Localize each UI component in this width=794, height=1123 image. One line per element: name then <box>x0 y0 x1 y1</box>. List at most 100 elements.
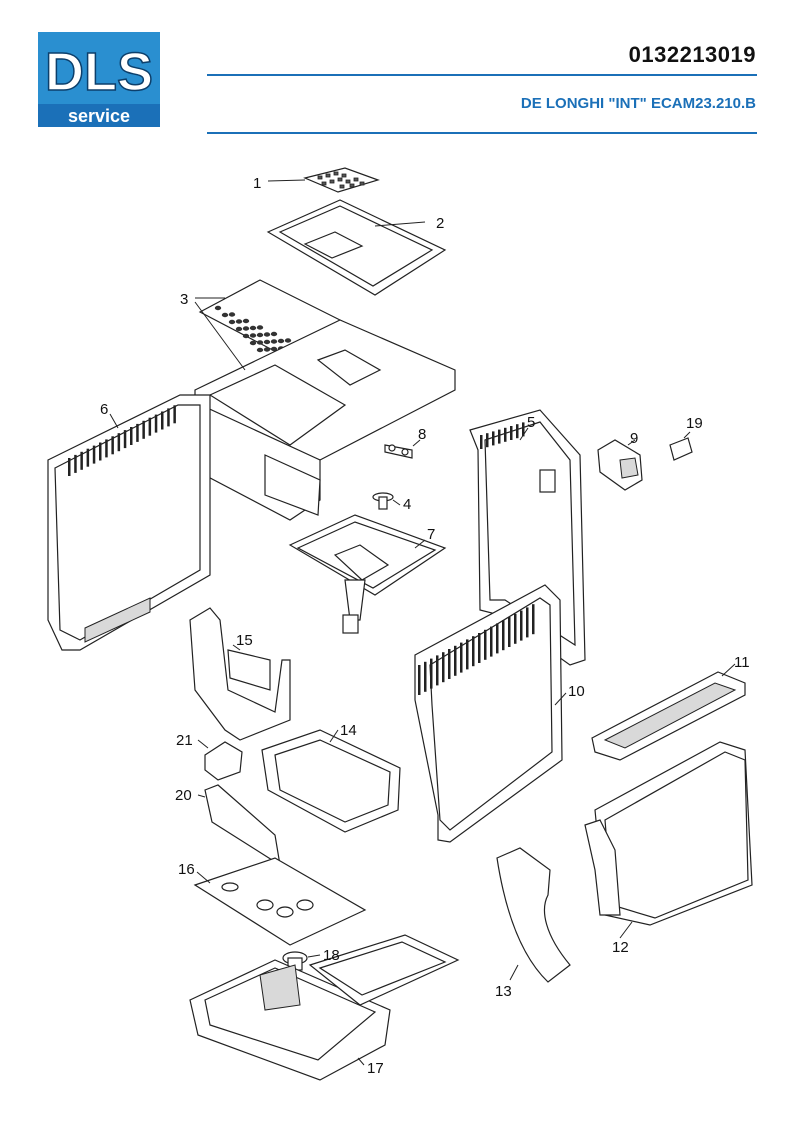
perforation-hole <box>270 331 278 337</box>
vent-slot <box>492 431 495 446</box>
vent-slot <box>516 424 519 439</box>
document-number: 0132213019 <box>628 42 756 67</box>
vent-slot <box>498 429 501 444</box>
label-13: 13 <box>495 983 512 1000</box>
header-rule-bottom <box>207 132 757 134</box>
perforation-hole <box>263 339 271 345</box>
logo-sub-text: service <box>68 106 130 126</box>
vent-slot <box>123 430 127 449</box>
perforation-hole <box>214 305 222 311</box>
part-3-upper-body <box>189 279 456 521</box>
vent-slot <box>478 633 481 663</box>
part-12-water-tank <box>584 741 753 939</box>
part-4-knob <box>372 492 401 510</box>
vent-slot <box>484 629 487 660</box>
label-15: 15 <box>236 632 253 649</box>
perforation-hole <box>249 340 257 346</box>
label-17: 17 <box>367 1060 384 1077</box>
vent-slot <box>526 607 529 638</box>
vent-slot <box>154 414 158 433</box>
vent-slot <box>424 661 427 692</box>
perforation-hole <box>228 312 236 317</box>
label-11: 11 <box>734 654 750 671</box>
vent-slot <box>130 427 133 445</box>
label-10: 10 <box>568 683 585 700</box>
label-4: 4 <box>403 496 411 513</box>
vent-slot <box>490 626 493 657</box>
label-5: 5 <box>527 414 535 431</box>
vent-slot <box>99 442 102 461</box>
vent-slot <box>460 642 463 673</box>
part-11-drip-cover <box>591 663 746 761</box>
perforation-hole <box>256 347 264 353</box>
vent-slot <box>136 423 139 442</box>
vent-slot <box>105 439 108 458</box>
part-9-switch-bracket <box>597 439 643 491</box>
vent-slot <box>148 417 152 436</box>
label-9: 9 <box>630 430 638 447</box>
vent-slot <box>111 436 114 455</box>
label-16: 16 <box>178 861 195 878</box>
part-19-connector <box>669 431 693 461</box>
vent-slot <box>117 433 121 452</box>
perforation-hole <box>284 338 292 343</box>
label-21: 21 <box>176 732 193 749</box>
perforation-hole <box>221 312 229 318</box>
perforation-hole <box>277 338 285 344</box>
part-13-side-trim <box>496 847 571 983</box>
vent-slot <box>418 665 421 695</box>
vent-slot <box>448 649 451 679</box>
perforation-hole <box>235 326 243 332</box>
vent-slot <box>142 420 145 439</box>
perforation-hole <box>249 333 257 338</box>
vent-slot <box>161 411 164 430</box>
perforation-hole <box>256 340 264 345</box>
label-12: 12 <box>612 939 629 956</box>
part-7-funnel-tray <box>288 514 447 634</box>
label-1: 1 <box>253 175 261 192</box>
vent-slot <box>520 610 523 641</box>
perforation-hole <box>256 325 264 330</box>
vent-slot <box>80 451 83 470</box>
perforation-hole <box>242 326 250 331</box>
part-2-top-cover <box>266 199 447 296</box>
label-7: 7 <box>427 526 435 543</box>
perforation-hole <box>263 347 271 352</box>
perforation-hole <box>256 332 264 338</box>
model-title: DE LONGHI "INT" ECAM23.210.B <box>520 95 756 112</box>
label-3: 3 <box>180 291 188 308</box>
perforation-hole <box>235 319 243 324</box>
vent-slot <box>167 408 170 427</box>
perforation-hole <box>270 339 278 344</box>
vent-slot <box>173 405 176 424</box>
vent-slot <box>68 458 71 476</box>
vent-slot <box>510 426 513 440</box>
part-15-front-panel-piece <box>189 607 291 741</box>
vent-slot <box>502 620 505 651</box>
vent-slot <box>514 613 517 644</box>
label-14: 14 <box>340 722 357 739</box>
perforation-hole <box>270 346 278 352</box>
vent-slot <box>74 454 77 473</box>
vent-slot <box>436 655 439 686</box>
vent-slot <box>472 636 475 667</box>
part-6-left-panel <box>47 394 211 651</box>
perforation-hole <box>228 319 236 325</box>
part-17-drip-tray <box>189 934 460 1081</box>
perforation-hole <box>242 333 250 339</box>
label-20: 20 <box>175 787 192 804</box>
label-6: 6 <box>100 401 108 418</box>
part-18-float <box>282 951 321 971</box>
logo-main-text: DLS <box>45 42 153 102</box>
vent-slot <box>92 445 96 464</box>
vent-slot <box>496 623 499 654</box>
label-18: 18 <box>323 947 340 964</box>
vent-slot <box>86 448 90 467</box>
vent-slot <box>442 652 445 683</box>
part-1-grille <box>267 167 380 193</box>
label-19: 19 <box>686 415 703 432</box>
label-8: 8 <box>418 426 426 443</box>
vent-slot <box>430 658 433 689</box>
perforation-hole <box>242 318 250 324</box>
dls-service-logo: DLS service <box>38 32 160 127</box>
